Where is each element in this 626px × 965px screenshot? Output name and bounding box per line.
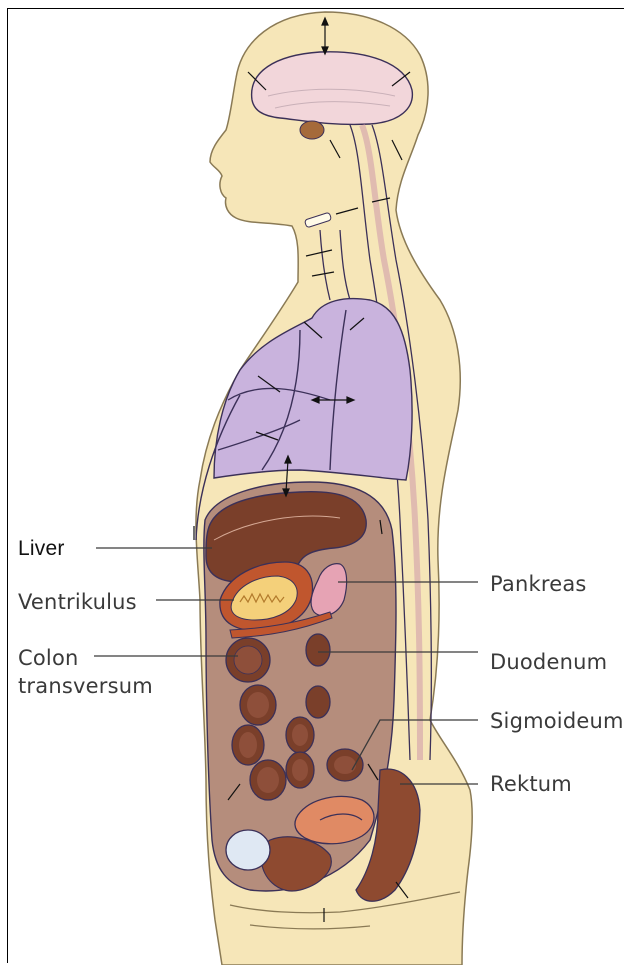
brainstem bbox=[300, 121, 324, 139]
label-ventrikulus: Ventrikulus bbox=[18, 589, 137, 615]
label-liver: Liver bbox=[18, 536, 65, 562]
duodenum bbox=[306, 634, 330, 666]
label-colon-line2: transversum bbox=[18, 673, 153, 699]
label-colon-line1: Colon bbox=[18, 645, 79, 671]
label-sigmoideum: Sigmoideum bbox=[490, 708, 624, 734]
bladder bbox=[226, 830, 270, 870]
brain bbox=[252, 52, 413, 125]
label-rektum: Rektum bbox=[490, 771, 572, 797]
label-pankreas: Pankreas bbox=[490, 571, 587, 597]
lung bbox=[214, 299, 412, 480]
label-duodenum: Duodenum bbox=[490, 649, 607, 675]
